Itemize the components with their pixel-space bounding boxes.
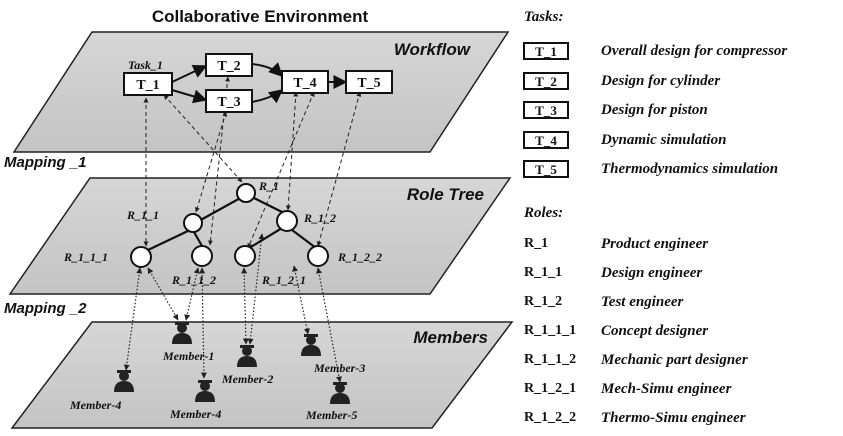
workflow-plane-label: Workflow: [394, 40, 472, 59]
member-2-icon: [237, 345, 257, 367]
task-box-t2: [205, 53, 253, 77]
role-node-r12: [276, 210, 298, 232]
task-role-mapping-lines: [143, 76, 362, 249]
role-node-r122: [307, 245, 329, 267]
task-label-t1: T_1: [136, 78, 159, 93]
role-label-r12: R_1_2: [303, 211, 336, 225]
role-node-r11: [183, 213, 203, 233]
member-4b-label: Member-4: [169, 407, 221, 421]
role-tree-nodes: [130, 183, 329, 268]
task-box-t4: [281, 70, 329, 94]
role-member-mapping-lines: [123, 233, 342, 383]
role-label-r1: R_1: [258, 179, 279, 193]
task-box-t1: [123, 72, 173, 96]
member-3-icon: [301, 334, 321, 356]
member-1-icon: [172, 322, 192, 344]
diagram-title: Collaborative Environment: [152, 7, 369, 26]
task-1-caption: Task_1: [128, 58, 163, 72]
member-5-label: Member-5: [305, 408, 357, 422]
task-label-t3: T_3: [217, 95, 240, 110]
role-label-r11: R_1_1: [126, 208, 159, 222]
task-label-t2: T_2: [217, 59, 240, 74]
role-node-r121: [234, 245, 256, 267]
task-label-t5: T_5: [357, 76, 380, 91]
task-box-t3: [205, 89, 253, 113]
member-4b-icon: [195, 380, 215, 402]
mapping-1-label: Mapping _1: [4, 154, 87, 171]
role-tree-edges: [147, 195, 317, 251]
role-tree-plane-label: Role Tree: [407, 185, 484, 204]
role-node-r112: [191, 245, 213, 267]
role-node-r111: [130, 246, 152, 268]
member-4a-label: Member-4: [69, 398, 121, 412]
workflow-graph: Task_1 T_1 T_2 T_3 T_4 T_5: [123, 53, 393, 113]
role-label-r111: R_1_1_1: [63, 250, 108, 264]
member-icons: [114, 322, 350, 404]
role-node-r1: [236, 183, 256, 203]
member-4a-icon: [114, 370, 134, 392]
member-1-label: Member-1: [162, 349, 214, 363]
mapping-2-label: Mapping _2: [4, 300, 87, 317]
role-label-r122: R_1_2_2: [337, 250, 382, 264]
task-label-t4: T_4: [293, 76, 316, 91]
members-plane-label: Members: [413, 328, 488, 347]
member-2-label: Member-2: [221, 372, 273, 386]
member-5-icon: [330, 382, 350, 404]
task-box-t5: [345, 70, 393, 94]
role-label-r112: R_1_1_2: [171, 273, 216, 287]
member-3-label: Member-3: [313, 361, 365, 375]
role-label-r121: R_1_2_1: [261, 273, 306, 287]
